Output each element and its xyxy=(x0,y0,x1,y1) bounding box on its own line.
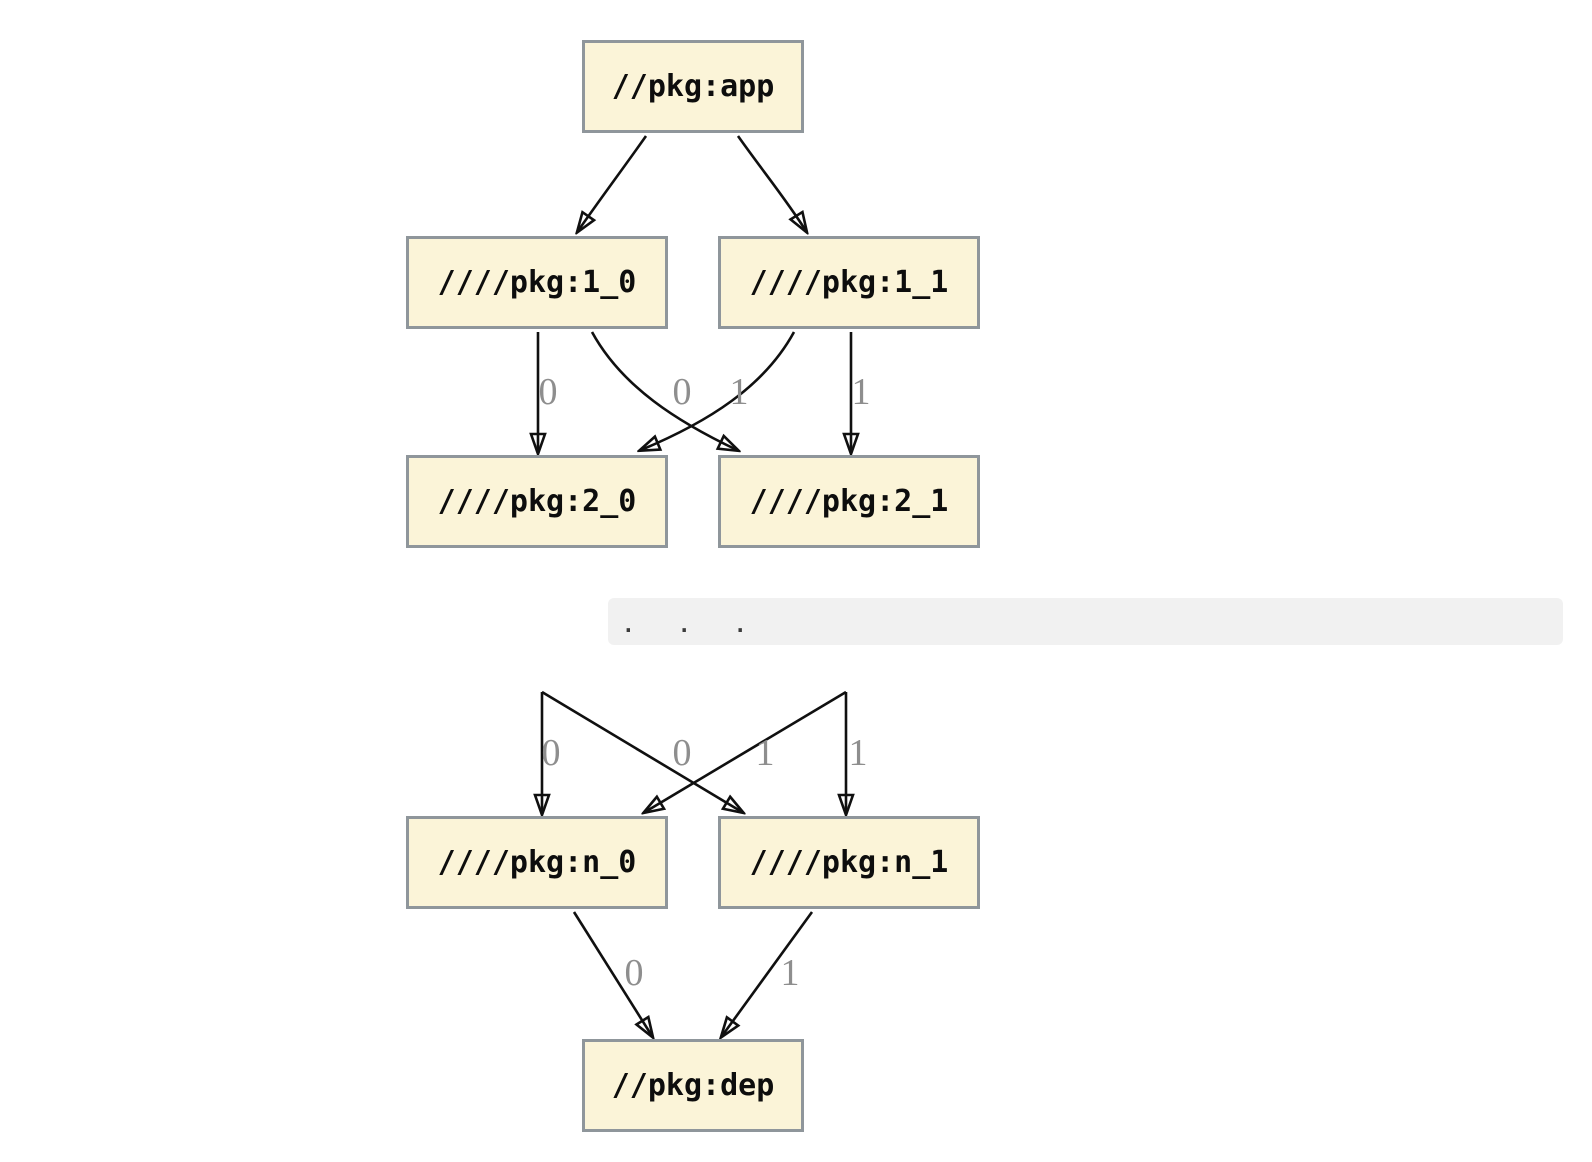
edge-label: 0 xyxy=(538,371,558,413)
edge-label: 0 xyxy=(541,732,561,774)
ellipsis-text: . . . xyxy=(622,613,753,637)
edge-label: 0 xyxy=(672,732,692,774)
edge-1_1-to-2_0 xyxy=(641,331,796,450)
edge-label: 0 xyxy=(624,952,644,994)
edge-label: 1 xyxy=(848,732,868,774)
edge-label: 0 xyxy=(672,371,692,413)
edge-label: 1 xyxy=(729,371,749,413)
graph-node-pkg-2_1: ////pkg:2_1 xyxy=(718,455,980,548)
ellipsis-separator: . . . xyxy=(608,598,1563,645)
node-label: ////pkg:2_1 xyxy=(749,484,949,519)
edge-label: 1 xyxy=(851,371,871,413)
node-label: //pkg:dep xyxy=(611,1068,775,1103)
node-label: ////pkg:n_0 xyxy=(437,845,637,880)
graph-node-pkg-n_0: ////pkg:n_0 xyxy=(406,816,668,909)
node-label: //pkg:app xyxy=(611,69,775,104)
graph-node-pkg-n_1: ////pkg:n_1 xyxy=(718,816,980,909)
edge-ellipsis-to-n_1-cross xyxy=(541,690,742,812)
edge-label: 1 xyxy=(755,732,775,774)
graph-node-pkg-2_0: ////pkg:2_0 xyxy=(406,455,668,548)
edge-app-to-1_1 xyxy=(736,135,806,231)
node-label: ////pkg:n_1 xyxy=(749,845,949,880)
node-label: ////pkg:1_1 xyxy=(749,265,949,300)
graph-node-pkg-1_0: ////pkg:1_0 xyxy=(406,236,668,329)
node-label: ////pkg:1_0 xyxy=(437,265,637,300)
graph-node-dep: //pkg:dep xyxy=(582,1039,804,1132)
graph-node-app: //pkg:app xyxy=(582,40,804,133)
graph-node-pkg-1_1: ////pkg:1_1 xyxy=(718,236,980,329)
node-label: ////pkg:2_0 xyxy=(437,484,637,519)
edge-1_0-to-2_1 xyxy=(590,331,737,450)
edge-app-to-1_0 xyxy=(578,135,648,231)
edge-label: 1 xyxy=(780,952,800,994)
